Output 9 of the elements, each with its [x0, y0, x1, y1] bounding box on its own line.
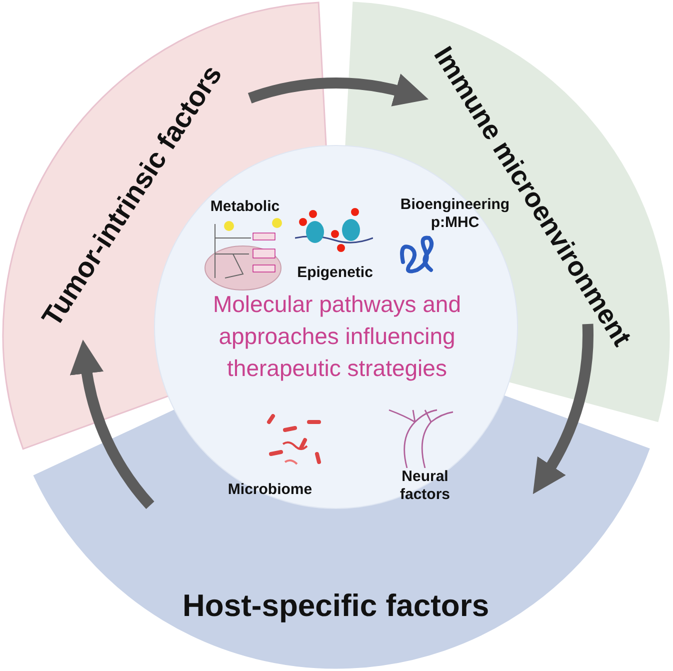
segment-title: Host-specific factors — [182, 588, 490, 624]
icon-caption: Metabolic — [209, 198, 281, 216]
icon-caption: Microbiome — [226, 481, 314, 499]
icon-caption: Epigenetic — [296, 264, 374, 282]
arrow — [534, 324, 594, 495]
icon-caption: Neural factors — [398, 468, 452, 504]
arrow — [70, 340, 154, 509]
center-title: Molecular pathways and approaches influencing therapeutic strategies — [212, 290, 462, 383]
arrow — [248, 74, 429, 108]
